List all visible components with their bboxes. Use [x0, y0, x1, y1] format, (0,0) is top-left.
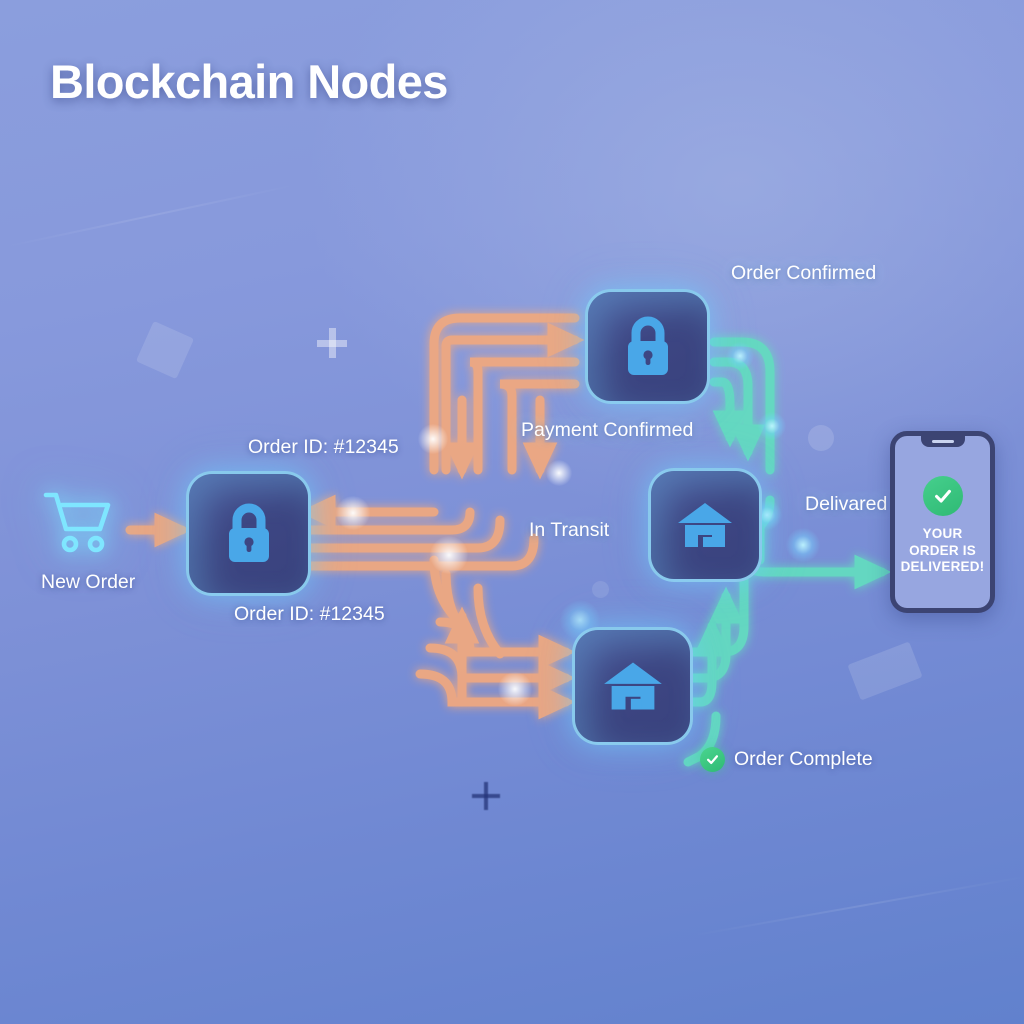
label-order-id-bottom: Order ID: #12345	[234, 603, 385, 625]
warehouse-icon	[603, 662, 662, 710]
label-order-confirmed: Order Confirmed	[731, 262, 877, 284]
status-badge-order-complete: Order Complete	[700, 747, 873, 772]
node-delivery-warehouse[interactable]	[572, 627, 693, 745]
warehouse-icon	[678, 503, 732, 547]
label-order-id-top: Order ID: #12345	[248, 436, 399, 458]
start-label: New Order	[41, 571, 136, 593]
lock-icon	[228, 503, 269, 562]
phone-message-line1: YOUR	[922, 526, 963, 541]
status-badge-label: Order Complete	[734, 748, 873, 770]
shopping-cart-icon	[42, 487, 122, 562]
page-title: Blockchain Nodes	[50, 55, 448, 108]
node-payment-lock[interactable]	[585, 289, 710, 404]
node-transit-warehouse[interactable]	[648, 468, 762, 582]
phone-message: YOUR ORDER IS DELIVERED!	[895, 526, 990, 576]
phone-speaker	[931, 440, 954, 443]
lock-icon	[627, 316, 668, 375]
check-circle-icon	[922, 476, 963, 516]
label-in-transit: In Transit	[529, 519, 610, 541]
phone-notch	[920, 436, 965, 447]
orange-trace-group	[125, 313, 585, 720]
phone-message-line2: ORDER IS	[909, 542, 976, 558]
phone-message-line3: DELIVERED!	[900, 559, 985, 575]
delivery-phone[interactable]: YOUR ORDER IS DELIVERED!	[890, 431, 995, 613]
check-circle-icon	[700, 747, 725, 772]
label-payment-confirmed: Payment Confirmed	[521, 419, 694, 441]
node-origin-lock[interactable]	[186, 471, 311, 596]
label-delivered: Delivared	[805, 493, 888, 515]
